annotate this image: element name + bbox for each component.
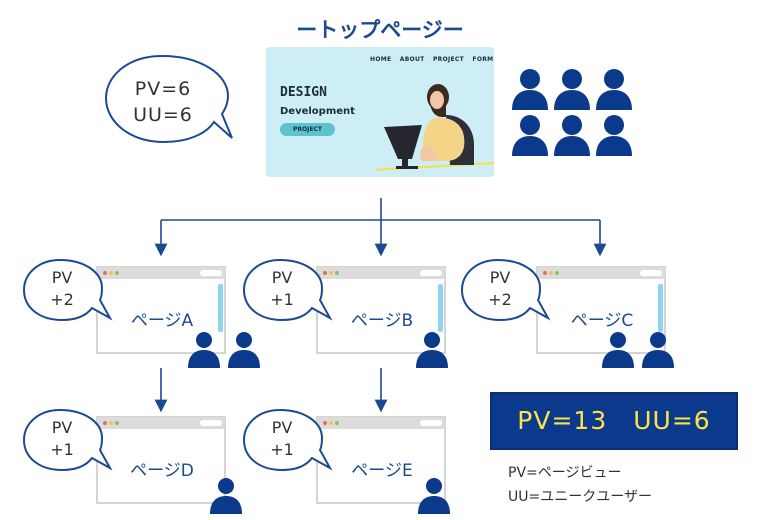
hero-nav-home: HOME [370,56,392,63]
page-d-pv-label: PV [51,418,73,437]
page-e-bubble [242,408,333,472]
page-a-bubble [22,258,113,322]
page-c-bubble [460,258,551,322]
page-b-label: ページB [350,311,414,331]
diagram-title: ートップページー [296,18,464,42]
top-pv-text: PV=6 [134,78,192,100]
top-users-group [512,69,632,156]
page-e-users [418,478,450,514]
person-icon [416,332,448,368]
page-d-pv-value: +1 [50,440,74,459]
person-icon [602,332,634,368]
page-d-window [96,416,228,512]
page-a-pv-value: +2 [50,290,74,309]
person-icon [418,478,450,514]
page-b-window [316,266,448,362]
page-a-pv-label: PV [51,268,73,287]
page-c-users [602,332,674,368]
person-icon [512,69,548,110]
summary-box: PV=13 UU=6 [490,392,738,450]
hero-nav: HOME ABOUT PROJECT FORM [370,56,493,63]
person-icon [188,332,220,368]
designer-illustration [376,84,494,171]
hero-nav-project: PROJECT [432,56,465,63]
hero-subheading: Development [280,106,355,117]
page-e-pv-value: +1 [270,440,294,459]
top-page-thumbnail: HOME ABOUT PROJECT FORM DESIGN Developme… [266,47,494,177]
page-b-bubble [242,258,333,322]
person-icon [596,115,632,156]
page-b-pv-label: PV [271,268,293,287]
person-icon [596,69,632,110]
page-c-pv-label: PV [489,268,511,287]
page-d-label: ページD [130,461,194,481]
page-e-label: ページE [351,461,413,481]
page-b-users [416,332,448,368]
page-b-pv-value: +1 [270,290,294,309]
top-stats-bubble [104,54,233,144]
hero-button: PROJECT [280,123,335,136]
page-e-window [316,416,448,512]
person-icon [228,332,260,368]
legend-pv: PV=ページビュー [508,465,622,481]
hero-nav-about: ABOUT [399,56,425,63]
page-d-users [210,478,242,514]
person-icon [554,69,590,110]
hero-nav-form: FORM [472,56,494,63]
page-c-window [536,266,668,362]
person-icon [554,115,590,156]
page-a-label: ページA [130,311,194,331]
person-icon [512,115,548,156]
person-icon [210,478,242,514]
page-a-users [188,332,260,368]
page-c-label: ページC [570,311,634,331]
page-c-pv-value: +2 [488,290,512,309]
hero-heading: DESIGN [280,85,327,100]
page-d-bubble [22,408,113,472]
page-e-pv-label: PV [271,418,293,437]
top-uu-text: UU=6 [133,104,193,126]
legend-uu: UU=ユニークユーザー [508,489,652,505]
person-icon [642,332,674,368]
